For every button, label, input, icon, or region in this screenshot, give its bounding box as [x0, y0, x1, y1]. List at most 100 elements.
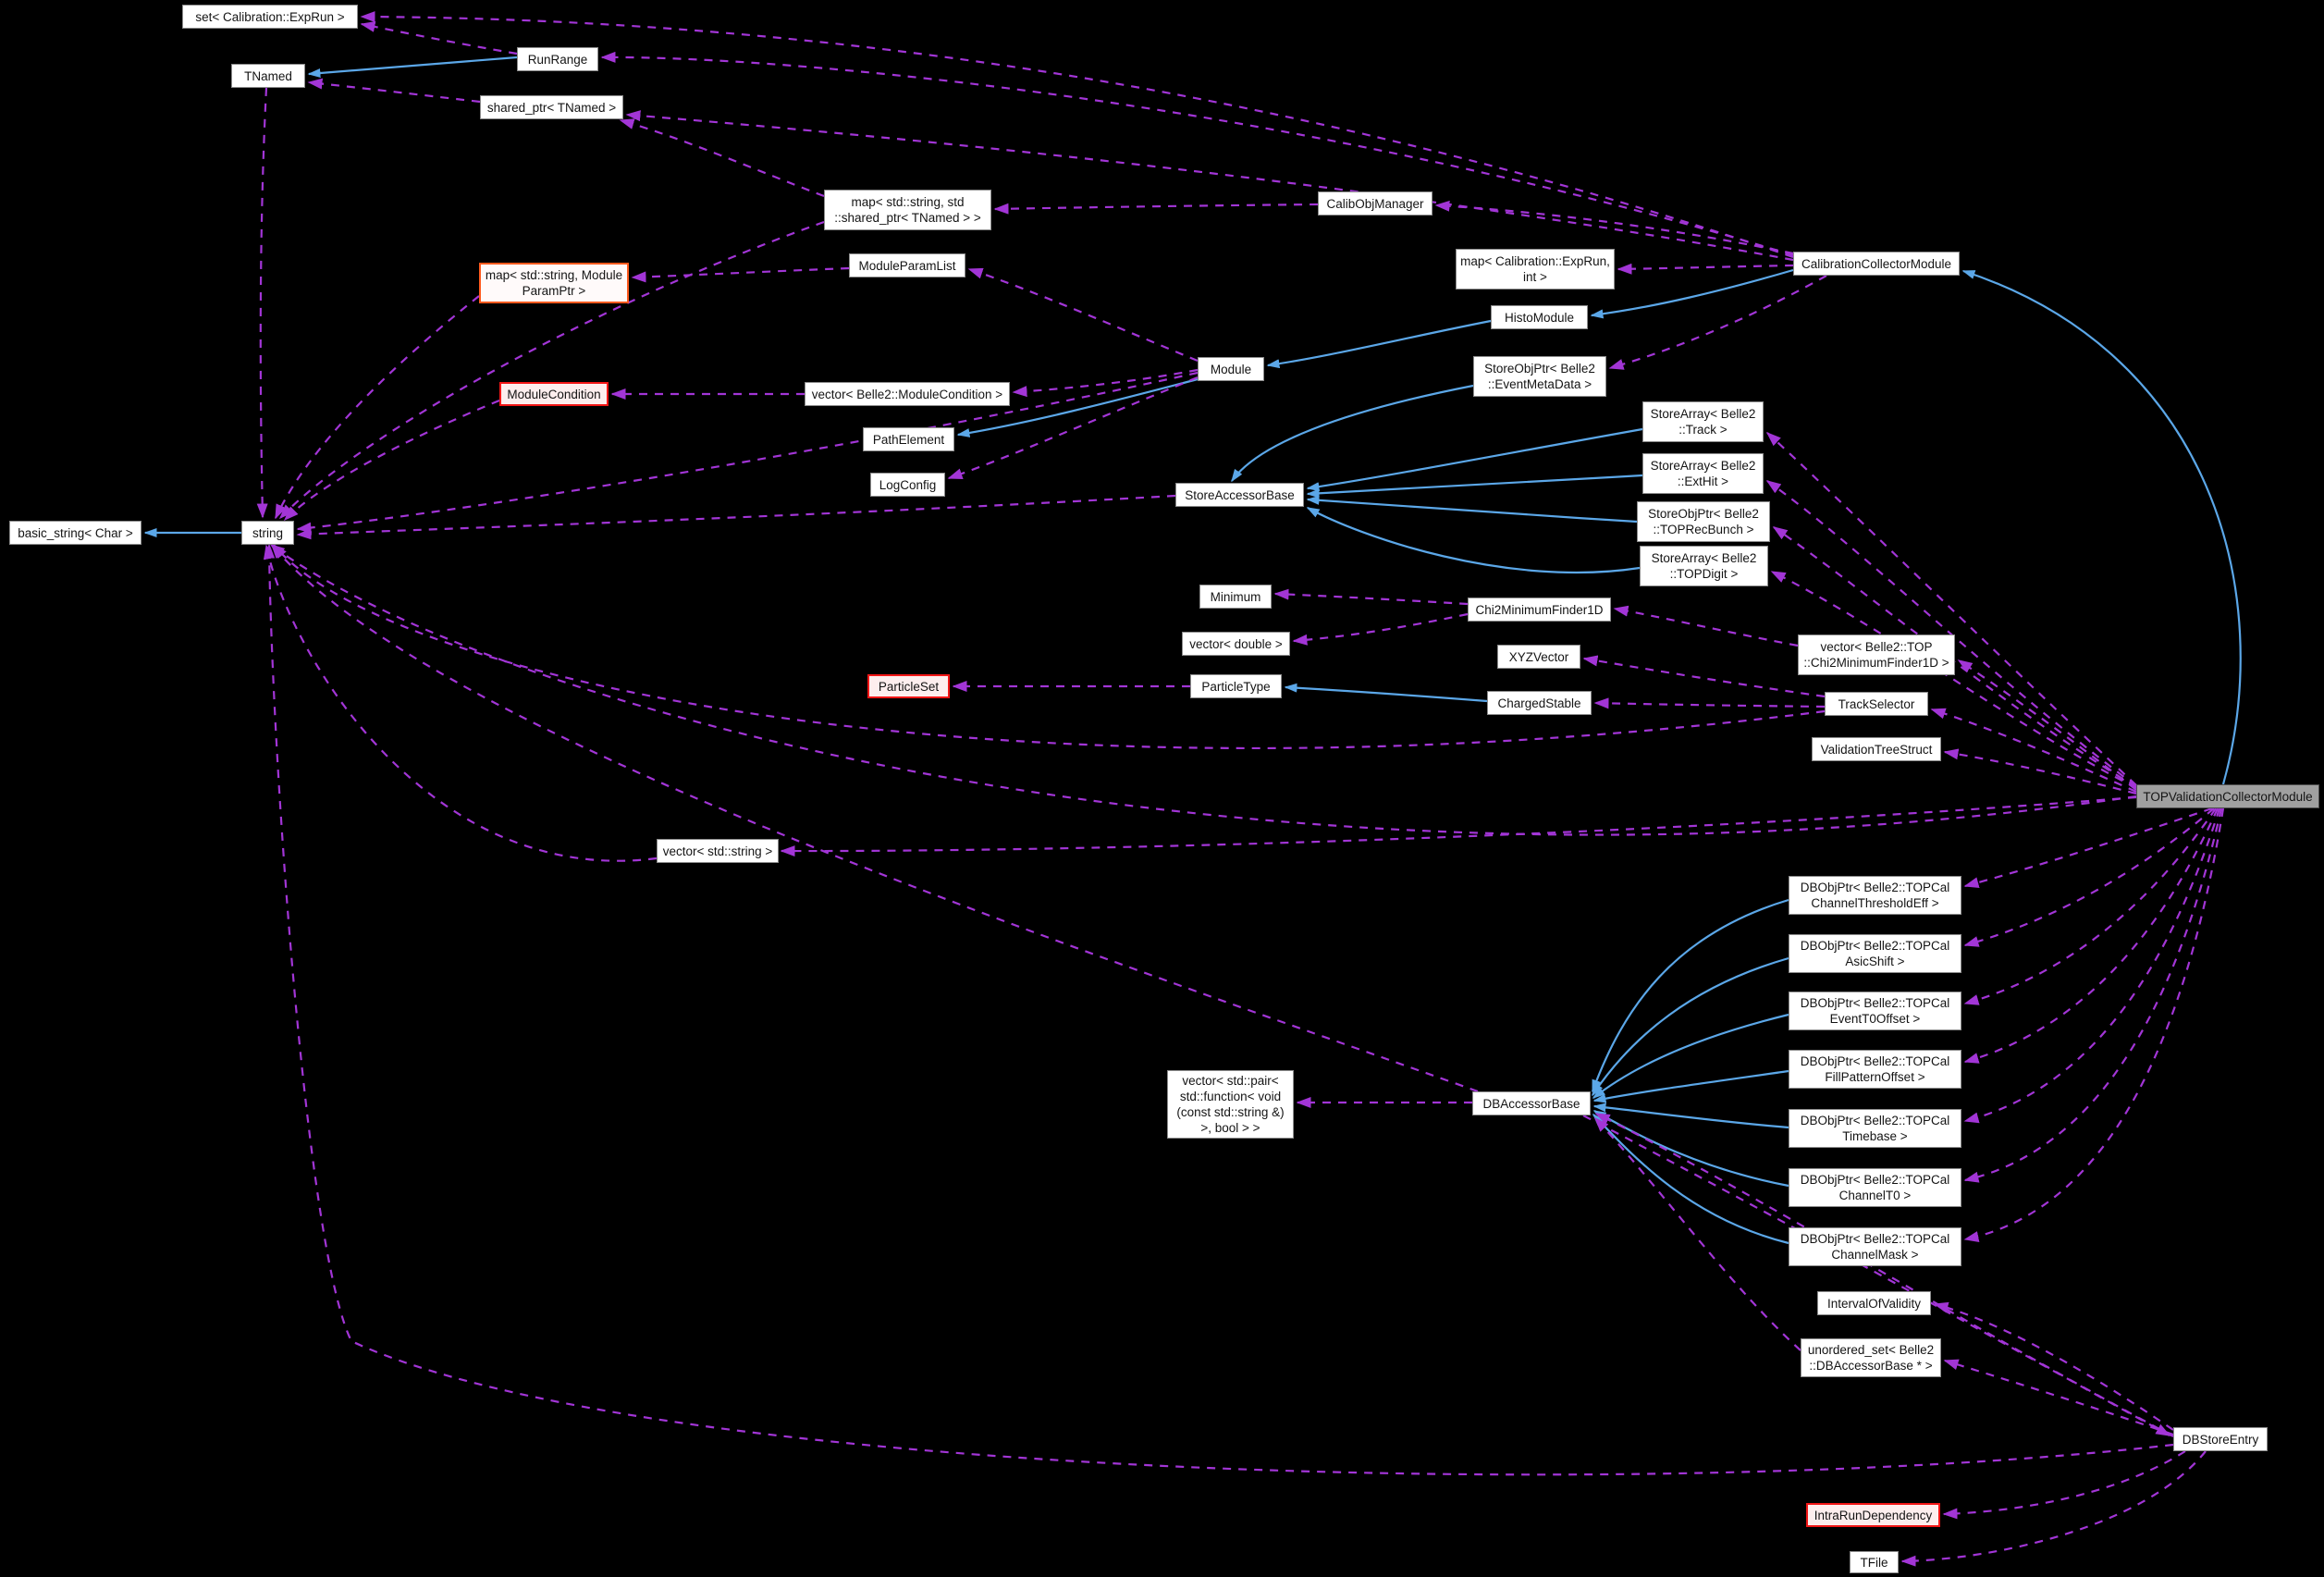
- edge-dbstoreentry-to-intervalofvalidity: [1933, 1301, 2174, 1431]
- edge-topvalidationcollectormodule-to-dbobjptr-timebase: [1963, 807, 2221, 1124]
- edge-runrange-to-tnamed: [307, 55, 518, 78]
- node-logconfig[interactable]: LogConfig: [870, 473, 945, 497]
- node-map-string-sharedptr[interactable]: map< std::string, std ::shared_ptr< TNam…: [824, 190, 991, 230]
- edge-dbaccessorbase-to-dbstoreentry: [1582, 1115, 2171, 1436]
- edge-module-to-vector-modulecondition: [1012, 368, 1199, 398]
- node-dbobjptr-fillpatternoffset[interactable]: DBObjPtr< Belle2::TOPCal FillPatternOffs…: [1789, 1050, 1961, 1089]
- edge-tnamed-to-string: [256, 87, 268, 519]
- edge-dbobjptr-timebase-to-dbaccessorbase: [1592, 1103, 1789, 1129]
- node-storeobjptr-eventmetadata[interactable]: StoreObjPtr< Belle2 ::EventMetaData >: [1473, 356, 1606, 397]
- node-xyzvector[interactable]: XYZVector: [1497, 645, 1580, 669]
- node-vector-chi2minimumfinder1d[interactable]: vector< Belle2::TOP ::Chi2MinimumFinder1…: [1798, 634, 1955, 675]
- edge-trackselector-to-chargedstable: [1593, 697, 1826, 709]
- edge-topvalidationcollectormodule-to-storearray-track: [1765, 431, 2137, 786]
- edge-map-string-moduleparamptr-to-string: [275, 295, 480, 520]
- node-pathelement[interactable]: PathElement: [863, 427, 954, 451]
- edge-topvalidationcollectormodule-to-dbobjptr-eventt0offset: [1963, 807, 2217, 1005]
- edge-module-to-pathelement: [956, 377, 1199, 437]
- edge-topvalidationcollectormodule-to-dbobjptr-channelmask: [1963, 807, 2225, 1242]
- edge-module-to-logconfig: [947, 376, 1199, 480]
- node-storearray-topdigit[interactable]: StoreArray< Belle2 ::TOPDigit >: [1640, 546, 1768, 586]
- node-dbobjptr-eventt0offset[interactable]: DBObjPtr< Belle2::TOPCal EventT0Offset >: [1789, 992, 1961, 1030]
- node-vector-double[interactable]: vector< double >: [1182, 632, 1290, 656]
- node-minimum[interactable]: Minimum: [1199, 585, 1272, 609]
- edge-calibrationcollectormodule-to-map-exprun-int: [1617, 263, 1794, 275]
- node-tfile[interactable]: TFile: [1850, 1551, 1899, 1573]
- edge-calibrationcollectormodule-to-sharedptr-tnamed: [625, 110, 1794, 262]
- edge-storearray-track-to-storeaccessorbase: [1306, 427, 1643, 492]
- edge-storearray-exthit-to-storeaccessorbase: [1306, 474, 1643, 499]
- node-module[interactable]: Module: [1198, 357, 1264, 381]
- node-dbobjptr-channelt0[interactable]: DBObjPtr< Belle2::TOPCal ChannelT0 >: [1789, 1168, 1961, 1207]
- edge-modulecondition-to-string: [283, 399, 500, 522]
- node-intrarundependency[interactable]: IntraRunDependency: [1806, 1503, 1940, 1527]
- edge-storeobjptr-eventmetadata-to-storeaccessorbase: [1231, 384, 1474, 483]
- edge-map-string-sharedptr-to-sharedptr-tnamed: [619, 118, 825, 198]
- node-tnamed[interactable]: TNamed: [231, 64, 305, 88]
- node-storearray-track[interactable]: StoreArray< Belle2 ::Track >: [1642, 401, 1764, 442]
- node-calibobjmanager[interactable]: CalibObjManager: [1318, 191, 1433, 216]
- node-vector-pair-function[interactable]: vector< std::pair< std::function< void (…: [1167, 1070, 1294, 1139]
- node-set-exprun[interactable]: set< Calibration::ExpRun >: [182, 5, 358, 29]
- edge-vector-chi2minimumfinder1d-to-chi2minimumfinder1d: [1613, 605, 1799, 647]
- node-calibrationcollectormodule[interactable]: CalibrationCollectorModule: [1793, 252, 1960, 276]
- node-storeaccessorbase[interactable]: StoreAccessorBase: [1175, 483, 1304, 507]
- node-dbobjptr-asicshift[interactable]: DBObjPtr< Belle2::TOPCal AsicShift >: [1789, 934, 1961, 973]
- node-particletype[interactable]: ParticleType: [1190, 674, 1282, 698]
- edge-storeaccessorbase-to-string: [296, 494, 1176, 540]
- edge-dbstoreentry-to-tfile: [1900, 1450, 2207, 1567]
- edge-histomodule-to-module: [1266, 319, 1492, 369]
- edge-topvalidationcollectormodule-to-calibrationcollectormodule: [1961, 269, 2242, 785]
- edge-chargedstable-to-particletype: [1284, 683, 1488, 703]
- edge-module-to-moduleparamlist: [967, 267, 1199, 363]
- edge-module-to-string: [296, 371, 1199, 534]
- edge-storearray-topdigit-to-storeaccessorbase: [1306, 507, 1641, 574]
- edge-storeobjptr-toprecbunch-to-storeaccessorbase: [1306, 495, 1638, 524]
- edge-unordered-set-dbaccessorbase-to-dbaccessorbase: [1593, 1116, 1801, 1351]
- edge-topvalidationcollectormodule-to-validationtreestruct: [1943, 748, 2137, 795]
- edge-dbstoreentry-to-intrarundependency: [1942, 1450, 2186, 1520]
- edge-sharedptr-tnamed-to-tnamed: [307, 78, 481, 104]
- edge-topvalidationcollectormodule-to-dbobjptr-channelthresholdeff: [1963, 807, 2213, 889]
- edge-calibrationcollectormodule-to-histomodule: [1590, 268, 1794, 319]
- node-moduleparamlist[interactable]: ModuleParamList: [849, 253, 965, 277]
- edge-chi2minimumfinder1d-to-minimum: [1273, 588, 1469, 606]
- node-map-string-moduleparamptr[interactable]: map< std::string, Module ParamPtr >: [479, 263, 629, 303]
- edge-dbobjptr-channelmask-to-dbaccessorbase: [1592, 1113, 1789, 1245]
- node-chargedstable[interactable]: ChargedStable: [1487, 691, 1592, 715]
- node-dbobjptr-timebase[interactable]: DBObjPtr< Belle2::TOPCal Timebase >: [1789, 1109, 1961, 1148]
- node-particleset[interactable]: ParticleSet: [867, 674, 950, 698]
- node-storearray-exthit[interactable]: StoreArray< Belle2 ::ExtHit >: [1642, 453, 1764, 494]
- node-storeobjptr-toprecbunch[interactable]: StoreObjPtr< Belle2 ::TOPRecBunch >: [1637, 501, 1770, 542]
- node-runrange[interactable]: RunRange: [517, 47, 598, 71]
- node-string[interactable]: string: [241, 521, 294, 545]
- edge-calibrationcollectormodule-to-runrange: [600, 51, 1794, 257]
- edge-dbobjptr-channelthresholdeff-to-dbaccessorbase: [1591, 898, 1789, 1093]
- node-histomodule[interactable]: HistoModule: [1491, 305, 1588, 329]
- node-dbaccessorbase[interactable]: DBAccessorBase: [1472, 1091, 1591, 1115]
- node-chi2minimumfinder1d[interactable]: Chi2MinimumFinder1D: [1468, 598, 1611, 622]
- node-dbobjptr-channelmask[interactable]: DBObjPtr< Belle2::TOPCal ChannelMask >: [1789, 1227, 1961, 1266]
- node-topvalidationcollectormodule[interactable]: TOPValidationCollectorModule: [2136, 784, 2319, 808]
- edge-trackselector-to-string: [273, 543, 1826, 750]
- edge-dbobjptr-fillpatternoffset-to-dbaccessorbase: [1592, 1069, 1789, 1103]
- node-trackselector[interactable]: TrackSelector: [1825, 692, 1928, 716]
- node-dbobjptr-channelthresholdeff[interactable]: DBObjPtr< Belle2::TOPCal ChannelThreshol…: [1789, 876, 1961, 915]
- node-vector-modulecondition[interactable]: vector< Belle2::ModuleCondition >: [805, 382, 1010, 406]
- edge-topvalidationcollectormodule-to-dbobjptr-fillpatternoffset: [1963, 807, 2219, 1064]
- node-dbstoreentry[interactable]: DBStoreEntry: [2173, 1427, 2268, 1451]
- edge-runrange-to-set-exprun: [360, 21, 518, 55]
- node-map-exprun-int[interactable]: map< Calibration::ExpRun, int >: [1456, 249, 1615, 290]
- node-vector-string[interactable]: vector< std::string >: [657, 839, 779, 863]
- edge-topvalidationcollectormodule-to-vector-chi2minimumfinder1d: [1957, 659, 2137, 791]
- node-intervalofvalidity[interactable]: IntervalOfValidity: [1817, 1291, 1931, 1315]
- node-basic-string[interactable]: basic_string< Char >: [9, 521, 141, 545]
- edge-topvalidationcollectormodule-to-storearray-exthit: [1765, 480, 2137, 787]
- node-validationtreestruct[interactable]: ValidationTreeStruct: [1812, 737, 1941, 761]
- edge-vector-string-to-string: [263, 544, 658, 862]
- node-unordered-set-dbaccessorbase[interactable]: unordered_set< Belle2 ::DBAccessorBase *…: [1801, 1338, 1941, 1377]
- node-modulecondition[interactable]: ModuleCondition: [499, 382, 609, 406]
- node-sharedptr-tnamed[interactable]: shared_ptr< TNamed >: [480, 95, 623, 119]
- edge-topvalidationcollectormodule-to-trackselector: [1930, 708, 2137, 794]
